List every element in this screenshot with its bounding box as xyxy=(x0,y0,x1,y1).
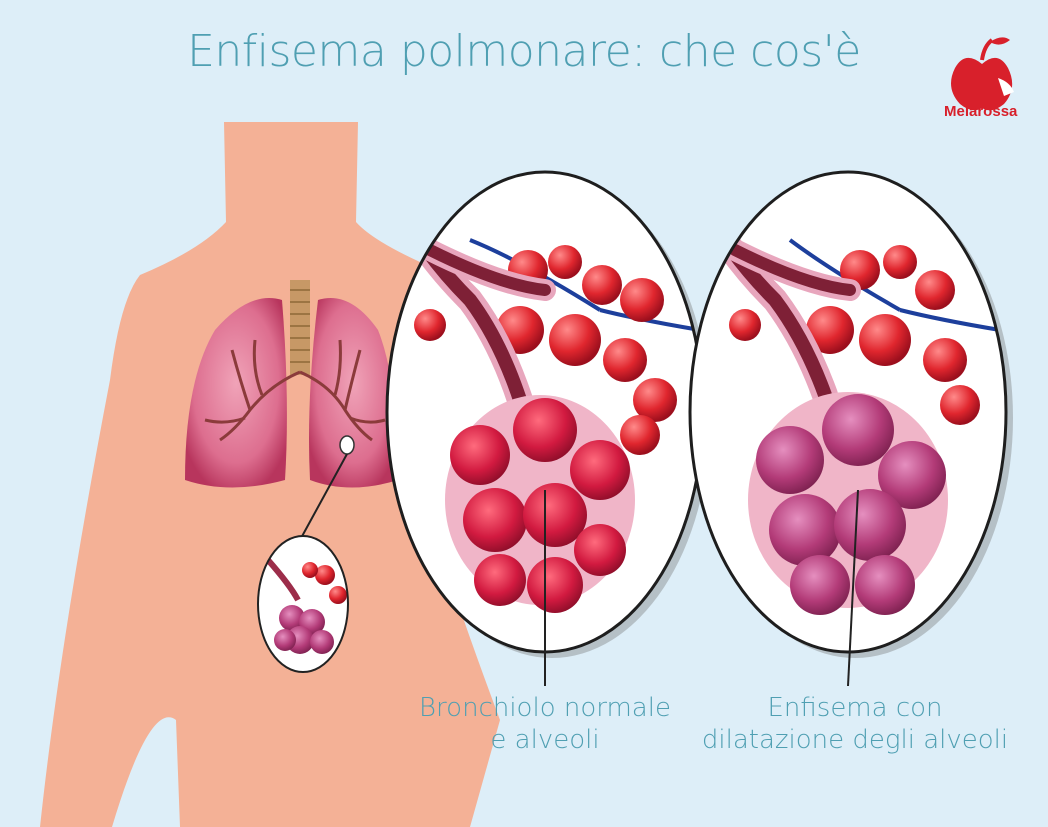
emphysema-zoom xyxy=(690,172,1013,686)
normal-bronchiole-caption: Bronchiolo normale e alveoli xyxy=(400,692,690,756)
page-title: Enfisema polmonare: che cos'è xyxy=(0,26,1048,77)
small-alveoli-zoom xyxy=(258,536,348,672)
caption-line: Enfisema con xyxy=(690,692,1020,724)
brand-name: Melarossa xyxy=(944,103,1017,120)
caption-line: e alveoli xyxy=(400,724,690,756)
caption-line: Bronchiolo normale xyxy=(400,692,690,724)
emphysema-caption: Enfisema con dilatazione degli alveoli xyxy=(690,692,1020,756)
caption-line: dilatazione degli alveoli xyxy=(690,724,1020,756)
